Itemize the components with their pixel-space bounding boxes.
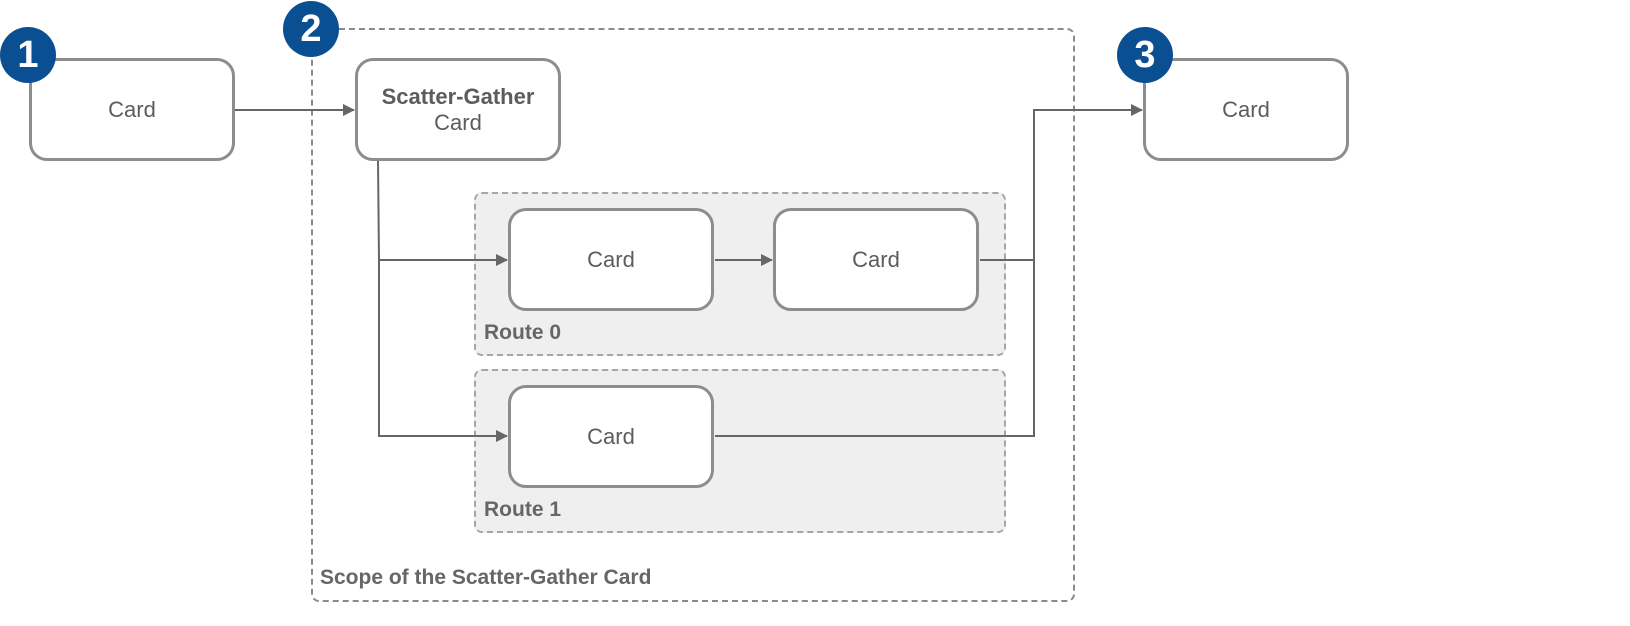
- connector-scatter-to-route1: [378, 260, 508, 442]
- connector-scatter-to-route0: [377, 160, 508, 266]
- scatter-gather-card[interactable]: Scatter-Gather Card: [355, 58, 561, 161]
- output-card-label: Card: [1222, 96, 1270, 122]
- route-1-card-1-label: Card: [587, 423, 635, 449]
- scope-label: Scope of the Scatter-Gather Card: [320, 566, 652, 589]
- scatter-gather-card-title: Scatter-Gather: [381, 83, 535, 109]
- route-0-label: Route 0: [484, 321, 562, 344]
- route-0-card-1-label: Card: [587, 246, 635, 272]
- route-1-label: Route 1: [484, 498, 562, 521]
- input-card-label: Card: [108, 96, 156, 122]
- route-0-card-2[interactable]: Card: [773, 208, 979, 311]
- input-card[interactable]: Card: [29, 58, 235, 161]
- connector-merge-to-output: [1033, 104, 1143, 260]
- route-1-card-1[interactable]: Card: [508, 385, 714, 488]
- output-card[interactable]: Card: [1143, 58, 1349, 161]
- scatter-gather-scope: [311, 28, 1075, 602]
- connector-route1-to-merge: [715, 260, 1035, 437]
- scatter-gather-card-subtitle: Card: [434, 109, 482, 135]
- route-0-card-2-label: Card: [852, 246, 900, 272]
- route-0-card-1[interactable]: Card: [508, 208, 714, 311]
- step-1-badge: 1: [0, 27, 56, 83]
- step-3-badge: 3: [1117, 27, 1173, 83]
- step-2-badge: 2: [283, 1, 339, 57]
